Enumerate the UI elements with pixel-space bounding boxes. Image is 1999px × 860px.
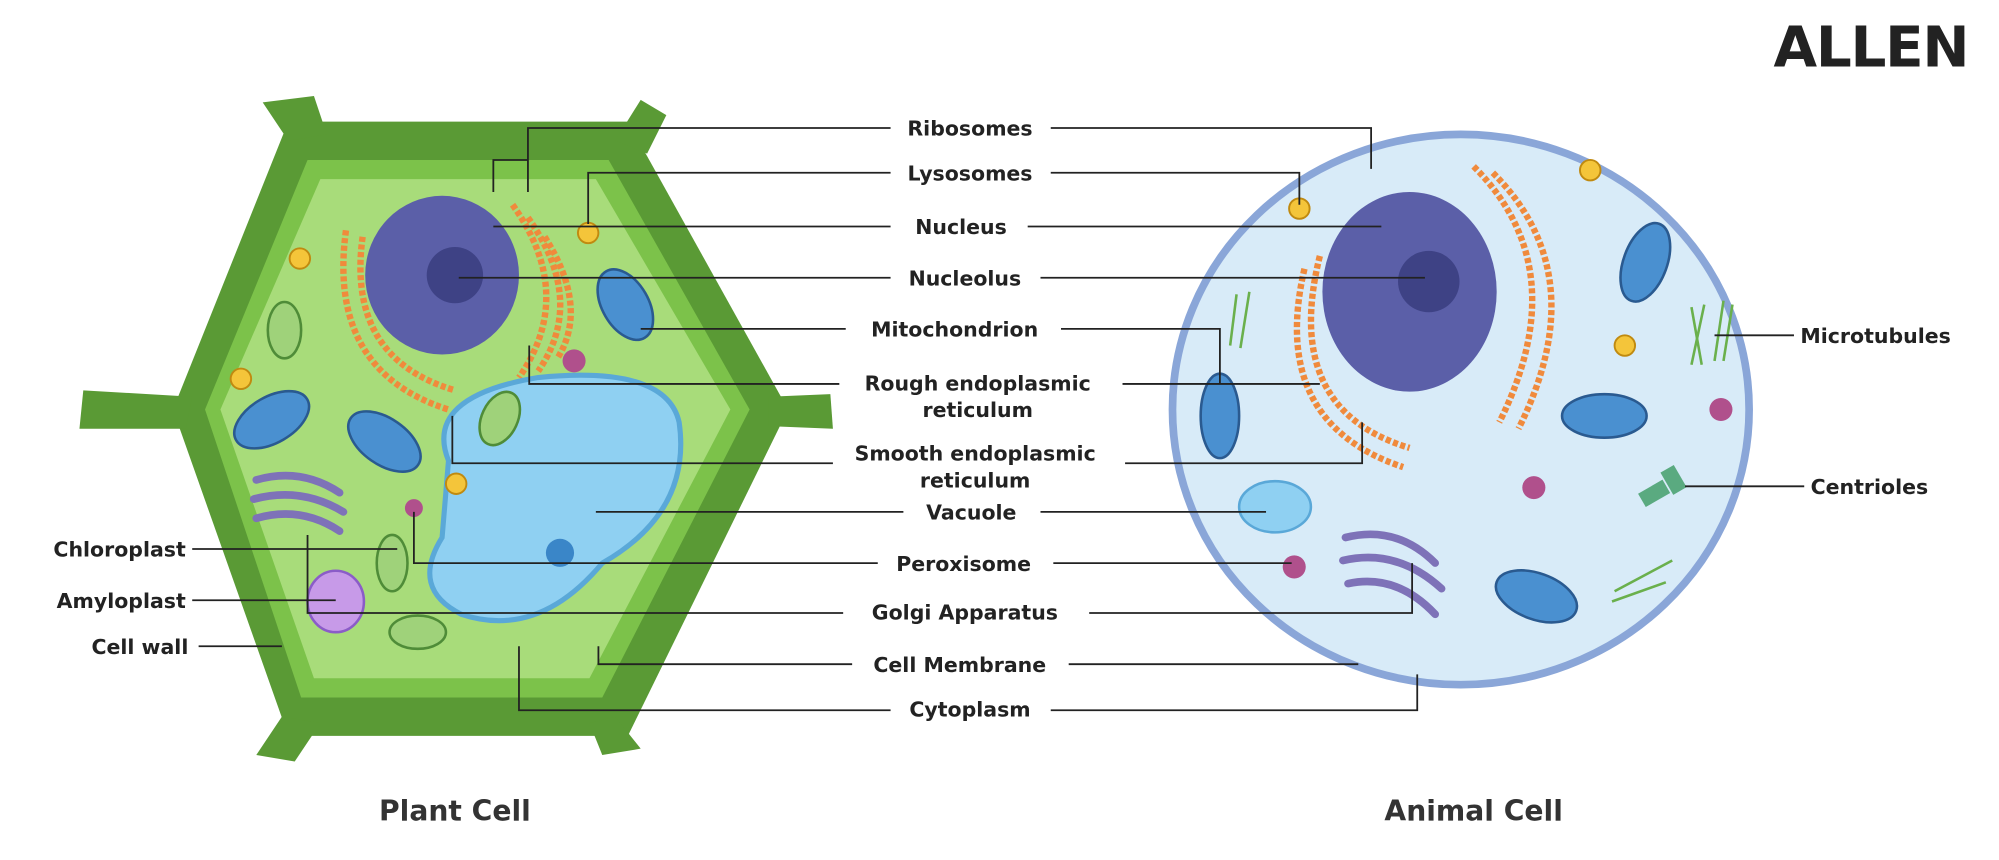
plant-nucleolus bbox=[426, 246, 484, 304]
label-nucleolus: Nucleolus bbox=[909, 266, 1022, 290]
vacuole-nucleus-dot bbox=[545, 538, 575, 567]
plant-cell-title: Plant Cell bbox=[379, 794, 531, 827]
label-lysosomes: Lysosomes bbox=[908, 161, 1033, 185]
label-ribosomes: Ribosomes bbox=[907, 117, 1032, 141]
label-peroxisome: Peroxisome bbox=[896, 552, 1031, 576]
animal-nucleolus bbox=[1398, 250, 1460, 313]
leader-lines bbox=[192, 127, 1805, 712]
label-cell-wall: Cell wall bbox=[91, 635, 188, 659]
label-smooth-er-1: Smooth endoplasmic bbox=[855, 442, 1096, 466]
animal-rough-er bbox=[1293, 164, 1555, 471]
centrioles bbox=[1638, 464, 1687, 508]
label-chloroplast: Chloroplast bbox=[53, 538, 186, 562]
animal-peroxisomes bbox=[1282, 398, 1733, 579]
label-centrioles: Centrioles bbox=[1811, 475, 1929, 499]
left-labels: Chloroplast Amyloplast Cell wall bbox=[53, 538, 188, 659]
chloroplasts bbox=[266, 300, 522, 651]
lysosomes-plant bbox=[229, 221, 600, 495]
label-golgi: Golgi Apparatus bbox=[872, 600, 1058, 624]
allen-logo: ALLEN bbox=[1773, 16, 1968, 81]
mitochondria bbox=[233, 268, 655, 473]
plant-cell bbox=[79, 95, 833, 762]
animal-vacuole bbox=[1237, 479, 1313, 534]
amyloplast bbox=[306, 569, 366, 634]
animal-lysosomes bbox=[1288, 159, 1637, 357]
golgi bbox=[249, 471, 348, 535]
label-smooth-er-2: reticulum bbox=[920, 469, 1030, 493]
label-microtubules: Microtubules bbox=[1800, 324, 1950, 348]
label-rough-er-2: reticulum bbox=[922, 398, 1032, 422]
label-vacuole: Vacuole bbox=[926, 501, 1016, 525]
peroxisomes-plant bbox=[404, 349, 586, 518]
label-rough-er-1: Rough endoplasmic bbox=[865, 371, 1091, 395]
right-labels: Microtubules Centrioles bbox=[1800, 324, 1950, 499]
label-cytoplasm: Cytoplasm bbox=[909, 698, 1030, 722]
center-labels: Ribosomes Lysosomes Nucleus Nucleolus Mi… bbox=[855, 117, 1096, 722]
microtubules bbox=[1228, 291, 1734, 603]
label-cell-membrane: Cell Membrane bbox=[873, 653, 1046, 677]
animal-golgi bbox=[1339, 530, 1446, 619]
label-amyloplast: Amyloplast bbox=[57, 589, 186, 613]
animal-cell bbox=[1168, 130, 1753, 689]
label-nucleus: Nucleus bbox=[915, 215, 1007, 239]
animal-cell-title: Animal Cell bbox=[1384, 794, 1562, 827]
label-mitochondrion: Mitochondrion bbox=[871, 318, 1038, 342]
